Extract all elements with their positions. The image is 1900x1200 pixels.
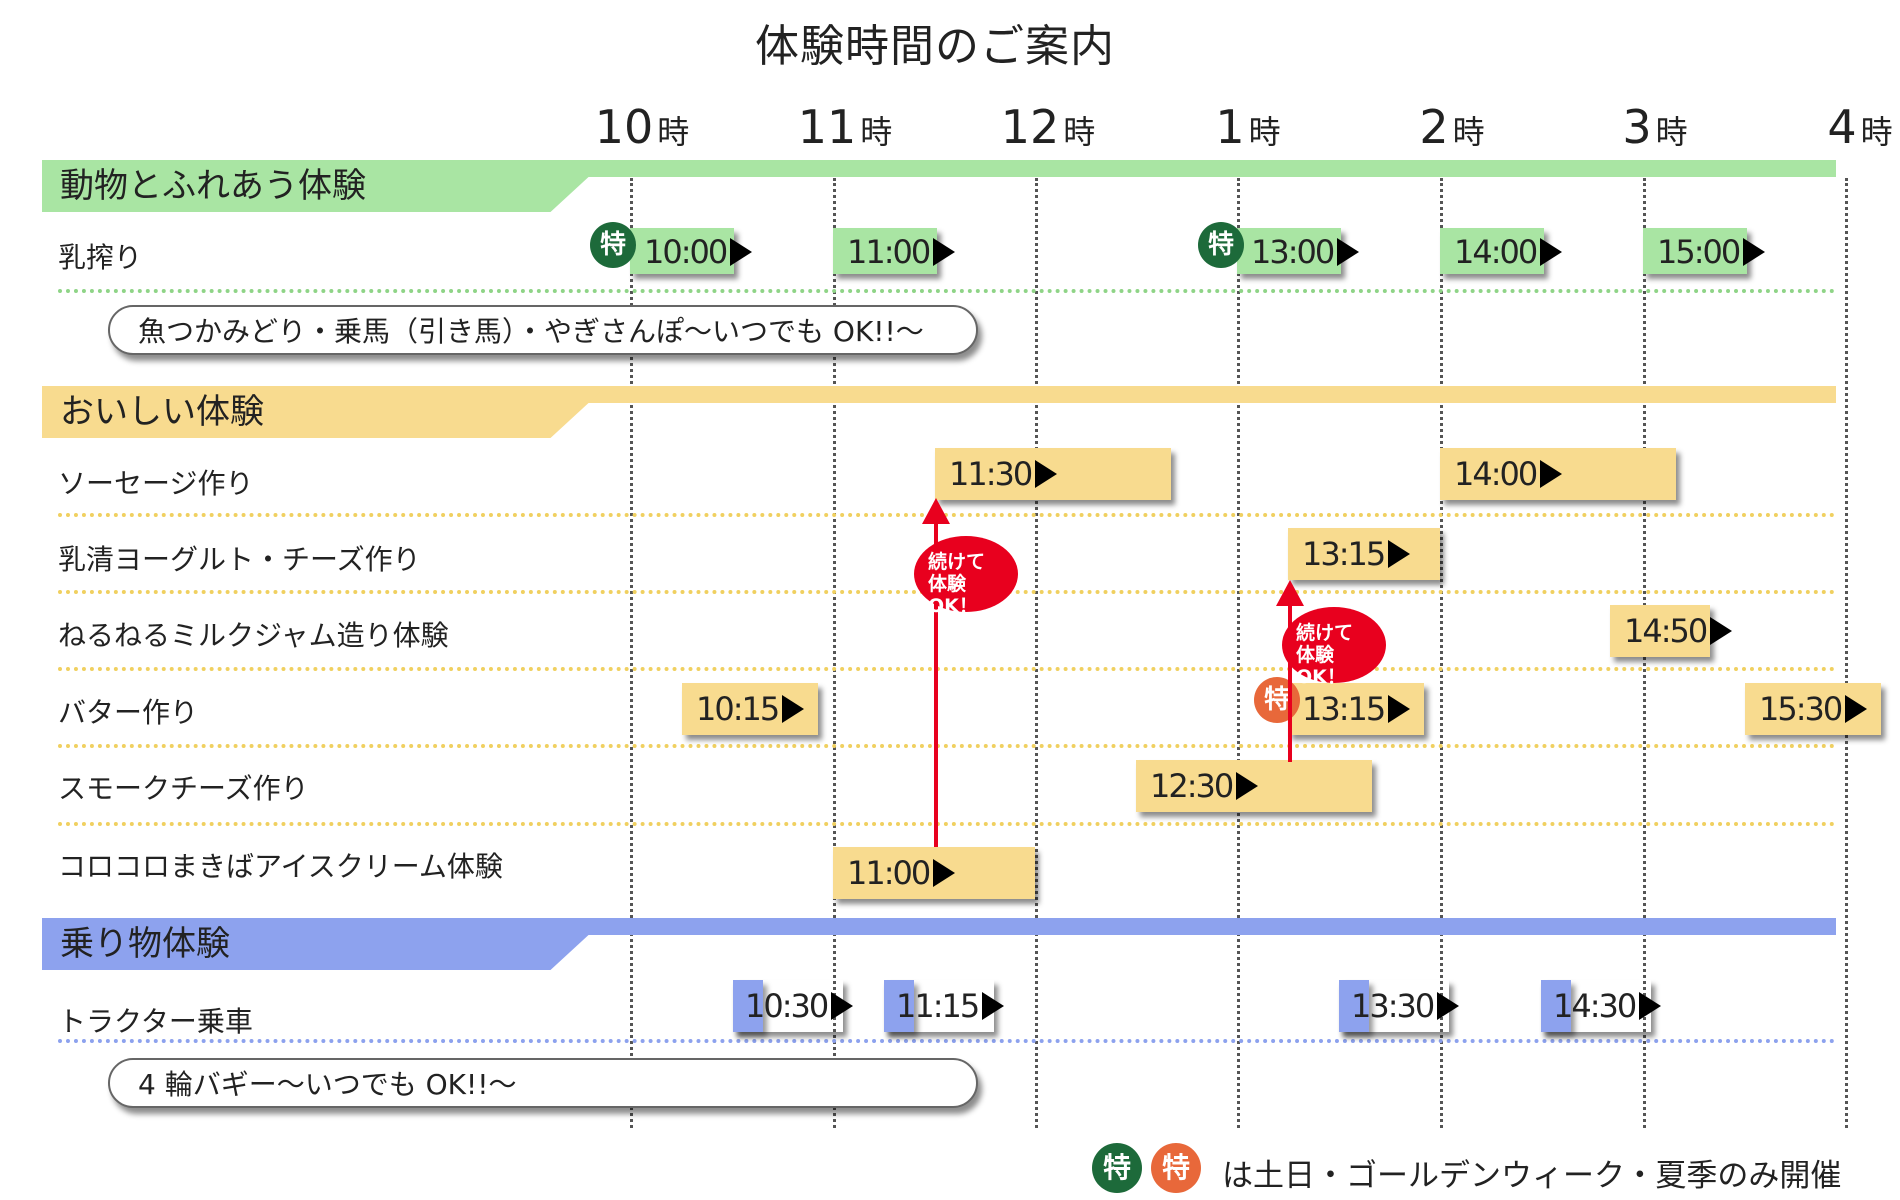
row-divider — [58, 1039, 1836, 1043]
slot-butter-1530: 15:30 — [1745, 683, 1881, 735]
row-divider — [58, 744, 1836, 748]
legend-note: は土日・ゴールデンウィーク・夏季のみ開催 — [1222, 1158, 1842, 1194]
row-label-tractor: トラクター乗車 — [58, 1005, 253, 1038]
hour-gridline — [1440, 178, 1443, 1128]
slot-milking-1300: 13:00 — [1237, 228, 1360, 274]
row-divider — [58, 667, 1836, 671]
row-label-icecream: コロコロまきばアイスクリーム体験 — [58, 850, 503, 883]
hour-gridline — [833, 178, 836, 1128]
row-label-whey: 乳清ヨーグルト・チーズ作り — [58, 543, 421, 576]
row-divider — [58, 289, 1836, 293]
row-label-milking: 乳搾り — [58, 241, 143, 274]
slot-tractor-1115: 11:15 — [884, 980, 1005, 1032]
legend-badge-orange: 特 — [1151, 1143, 1201, 1193]
slot-milking-1400: 14:00 — [1440, 228, 1563, 274]
category-tab-animal: 動物とふれあう体験 — [42, 160, 607, 212]
row-divider — [58, 822, 1836, 826]
continue-ok-bubble: 続けて体験 OK！ — [1282, 607, 1386, 688]
continue-arrow-head — [922, 498, 950, 524]
hour-gridline — [1845, 178, 1848, 1128]
row-label-smoked: スモークチーズ作り — [58, 772, 309, 805]
continue-arrow-line — [934, 520, 938, 847]
slot-tractor-1030: 10:30 — [733, 980, 854, 1032]
slot-milking-1500: 15:00 — [1643, 228, 1766, 274]
row-label-sausage: ソーセージ作り — [58, 467, 254, 500]
hour-gridline — [1035, 178, 1038, 1128]
slot-tractor-1330: 13:30 — [1339, 980, 1460, 1032]
slot-jam-1450: 14:50 — [1610, 605, 1733, 657]
hour-gridline — [630, 178, 633, 1128]
row-label-jam: ねるねるミルクジャム造り体験 — [58, 619, 449, 652]
slot-whey-1315: 13:15 — [1288, 528, 1440, 580]
row-label-butter: バター作り — [58, 696, 199, 729]
hour-gridline — [1237, 178, 1240, 1128]
slot-sausage-1130: 11:30 — [935, 448, 1171, 500]
category-tab-ride: 乗り物体験 — [42, 918, 607, 970]
continue-ok-bubble: 続けて体験 OK！ — [914, 536, 1018, 617]
weekend-badge-orange: 特 — [1254, 677, 1300, 723]
page-title: 体験時間のご案内 — [755, 21, 1115, 72]
slot-tractor-1430: 14:30 — [1541, 980, 1662, 1032]
slot-smoked-1230: 12:30 — [1136, 760, 1372, 812]
anytime-pill-ride: 4 輪バギー～いつでも OK!!～ — [108, 1058, 978, 1108]
slot-sausage-1400: 14:00 — [1440, 448, 1676, 500]
category-tab-tasty: おいしい体験 — [42, 386, 607, 438]
legend-badge-green: 特 — [1092, 1143, 1142, 1193]
weekend-badge-green: 特 — [1198, 222, 1244, 268]
anytime-pill-animal: 魚つかみどり・乗馬（引き馬）・やぎさんぽ～いつでも OK!!～ — [108, 305, 978, 355]
slot-milking-1000: 10:00 — [630, 228, 753, 274]
slot-icecream-1100: 11:00 — [833, 847, 1035, 899]
continue-arrow-head — [1276, 580, 1304, 606]
weekend-badge-green: 特 — [590, 222, 636, 268]
slot-butter-1015: 10:15 — [682, 683, 818, 735]
continue-arrow-line — [1288, 604, 1292, 762]
slot-butter-1315: 13:15 — [1288, 683, 1424, 735]
slot-milking-1100: 11:00 — [833, 228, 956, 274]
